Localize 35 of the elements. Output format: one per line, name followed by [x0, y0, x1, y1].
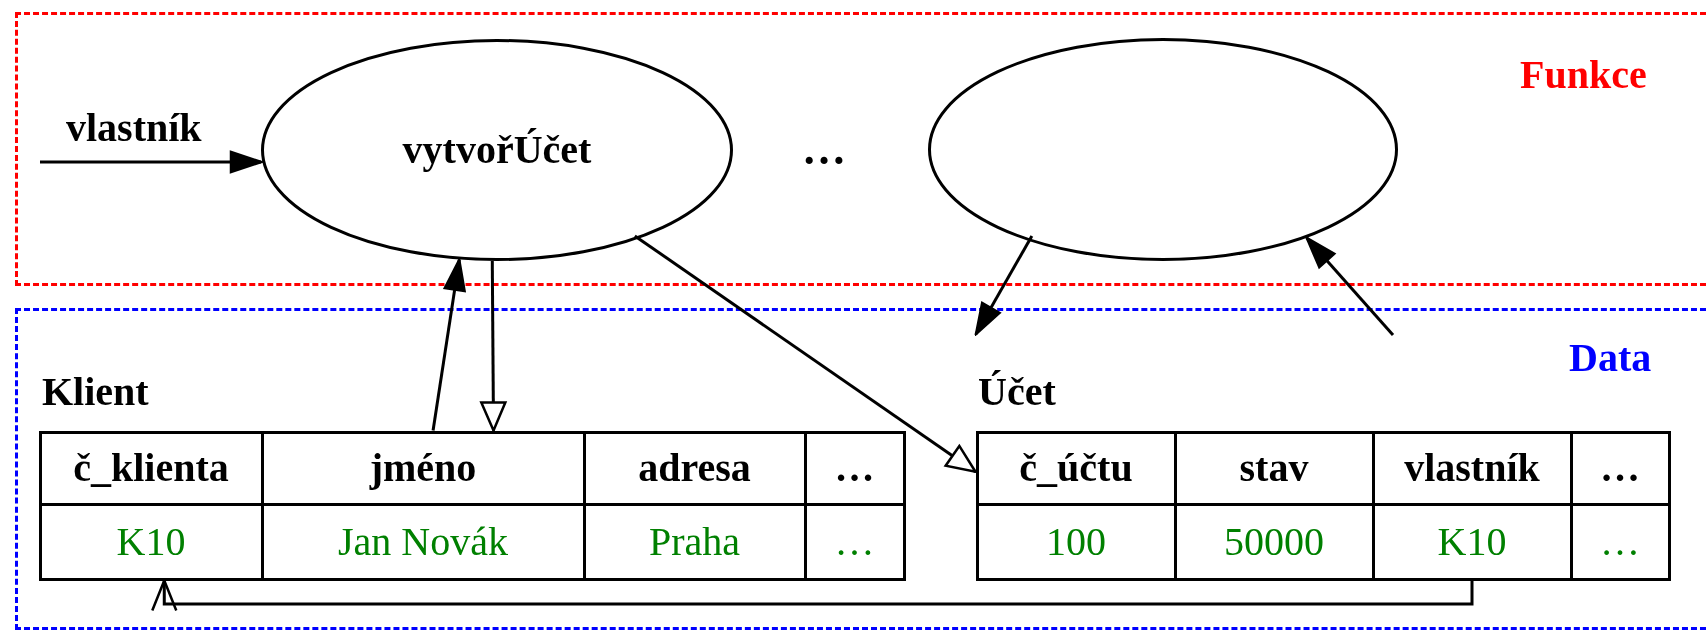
cell-text: adresa [638, 448, 751, 488]
cell-text: K10 [1437, 521, 1507, 562]
cell-text: Praha [648, 521, 741, 562]
cell-text: K10 [116, 521, 186, 562]
process-ellipse [928, 38, 1398, 261]
ellipsis-text: … [802, 128, 846, 172]
arrow [1305, 236, 1395, 336]
cell-text: Jan Novák [338, 521, 508, 562]
cell-text: … [1600, 521, 1640, 562]
cell-text: jméno [369, 448, 477, 488]
cell-text: stav [1239, 448, 1309, 488]
cell-text: 100 [1046, 521, 1106, 562]
area-title: Funkce [1520, 55, 1647, 95]
area-frame [15, 308, 1708, 630]
table-cell [975, 430, 1177, 506]
process-label: vytvořÚčet [402, 130, 592, 170]
cell-text: … [1600, 448, 1640, 488]
arrow [480, 261, 507, 432]
arrow [40, 150, 263, 174]
process-ellipse [261, 39, 733, 261]
area-title: Data [1569, 338, 1652, 378]
arrow [151, 579, 1474, 612]
area-frame [15, 12, 1708, 286]
table-cell [38, 430, 264, 506]
arrow [974, 235, 1034, 336]
cell-text: … [834, 521, 875, 562]
table-title: Klient [42, 372, 149, 412]
cell-text: č_účtu [1019, 448, 1133, 488]
cell-text: 50000 [1224, 521, 1324, 562]
table-title: Účet [978, 372, 1056, 412]
arrow [431, 258, 466, 431]
cell-text: č_klienta [73, 448, 229, 488]
cell-text: … [834, 448, 875, 488]
arrow [633, 234, 977, 473]
cell-text: vlastník [1404, 448, 1540, 488]
